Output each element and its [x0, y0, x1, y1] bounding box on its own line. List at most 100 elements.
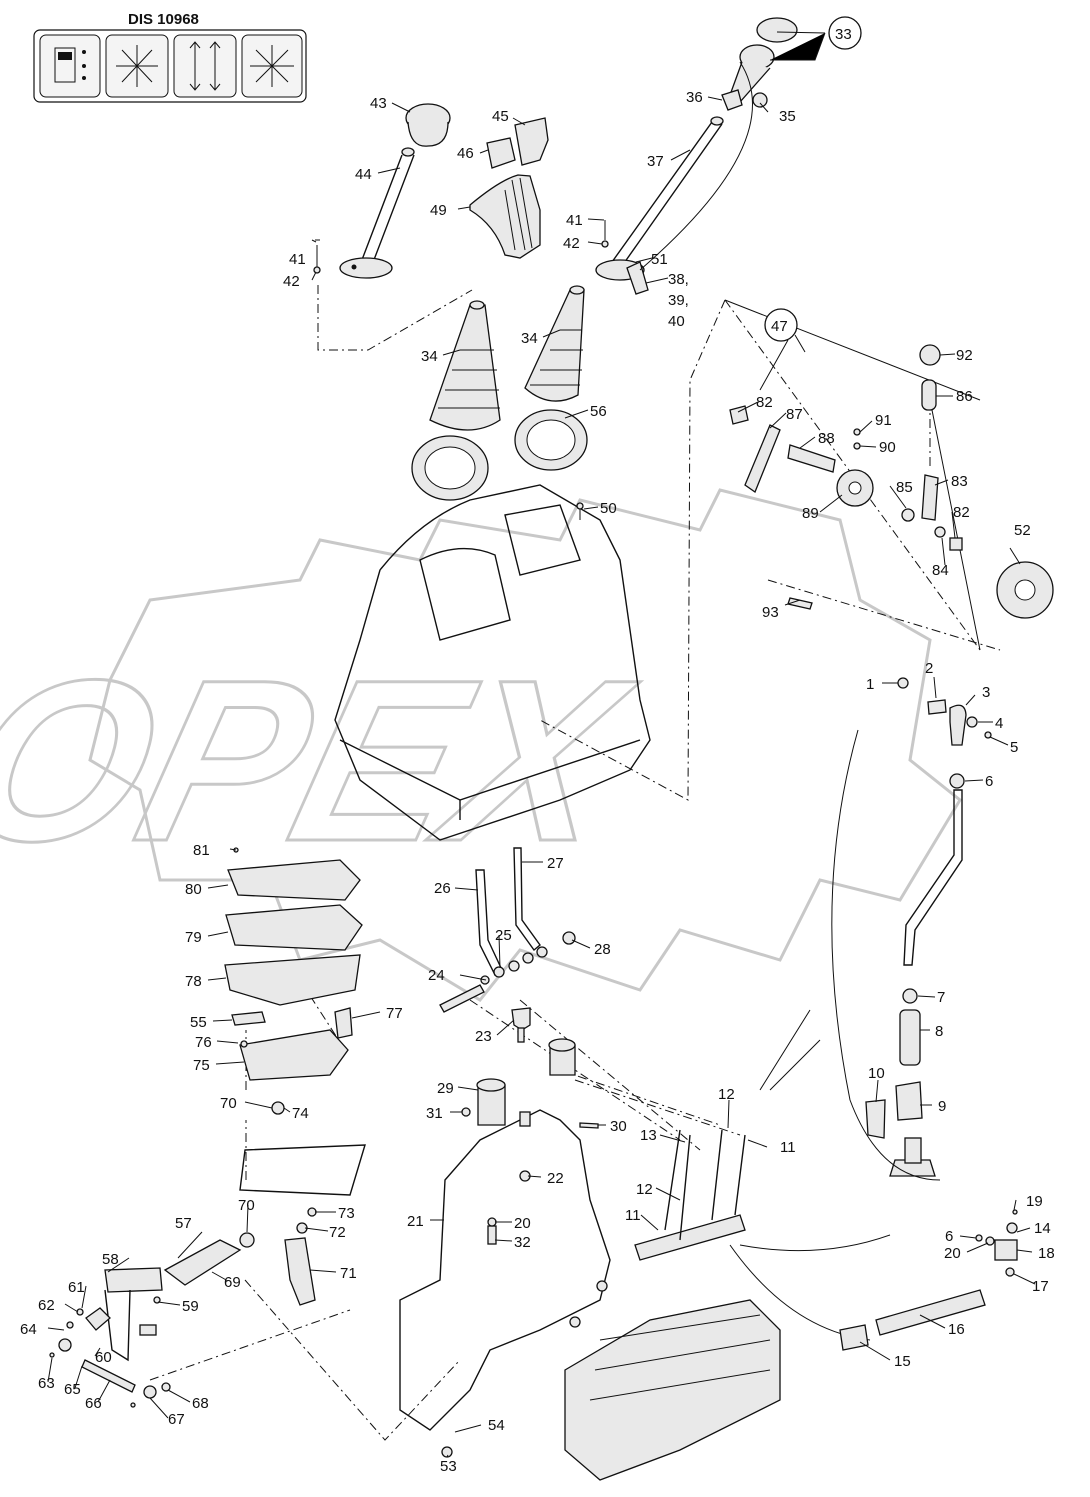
callout-8: 8 [935, 1023, 943, 1040]
callout-26: 26 [434, 880, 451, 897]
callout-3: 3 [982, 684, 990, 701]
callout-36: 36 [686, 89, 703, 106]
callout-13: 13 [640, 1127, 657, 1144]
callout-67: 67 [168, 1411, 185, 1428]
joystick-grip [469, 117, 549, 259]
callout-87: 87 [786, 406, 803, 423]
center-links [439, 847, 576, 1043]
callout-91: 91 [875, 412, 892, 429]
callout-60: 60 [95, 1349, 112, 1366]
callout-34a: 34 [421, 348, 438, 365]
joystick-cross-icon [105, 34, 169, 98]
callout-35: 35 [779, 108, 796, 125]
callout-39: 39, [668, 292, 689, 309]
console-housing [334, 484, 651, 841]
callout-46: 46 [457, 145, 474, 162]
left-linkage [49, 1239, 242, 1408]
callout-2: 2 [925, 660, 933, 677]
callout-74: 74 [292, 1105, 309, 1122]
callout-59: 59 [182, 1298, 199, 1315]
callout-62: 62 [38, 1297, 55, 1314]
callout-93: 93 [762, 604, 779, 621]
callout-7: 7 [937, 989, 945, 1006]
callout-16: 16 [948, 1321, 965, 1338]
left-control-lever [339, 103, 451, 279]
right-linkage [759, 677, 992, 1181]
callout-circles [764, 16, 862, 342]
callout-21: 21 [407, 1213, 424, 1230]
misc-fasteners [313, 220, 609, 520]
callout-11b: 11 [625, 1207, 641, 1224]
callout-44: 44 [355, 166, 372, 183]
callout-11a: 11 [780, 1139, 796, 1156]
callout-40: 40 [668, 313, 685, 330]
callout-73: 73 [338, 1205, 355, 1222]
callout-68: 68 [192, 1395, 209, 1412]
callout-6: 6 [985, 773, 993, 790]
callout-55: 55 [190, 1014, 207, 1031]
parts-artwork [49, 17, 1054, 1481]
callout-10: 10 [868, 1065, 885, 1082]
callout-70b: 70 [220, 1095, 237, 1112]
callout-34b: 34 [521, 330, 538, 347]
callout-42a: 42 [563, 235, 580, 252]
callout-38: 38, [668, 271, 689, 288]
callout-12b: 12 [636, 1181, 653, 1198]
callout-29: 29 [437, 1080, 454, 1097]
callout-82b: 82 [953, 504, 970, 521]
callout-65: 65 [64, 1381, 81, 1398]
callout-20b: 20 [514, 1215, 531, 1232]
callout-84: 84 [932, 562, 949, 579]
callout-51: 51 [651, 251, 668, 268]
right-bracket [839, 1209, 1018, 1351]
callout-56: 56 [590, 403, 607, 420]
callout-58: 58 [102, 1251, 119, 1268]
callout-77: 77 [386, 1005, 403, 1022]
callout-22: 22 [547, 1170, 564, 1187]
callout-66: 66 [85, 1395, 102, 1412]
callout-63: 63 [38, 1375, 55, 1392]
callout-1: 1 [866, 676, 874, 693]
valve-frame [399, 1038, 891, 1481]
bellows-right [524, 285, 585, 402]
callout-54: 54 [488, 1417, 505, 1434]
callout-28: 28 [594, 941, 611, 958]
diagram-title: DIS 10968 [128, 11, 199, 28]
flange-right [514, 409, 588, 471]
callout-88: 88 [818, 430, 835, 447]
callout-37: 37 [647, 153, 664, 170]
callout-4: 4 [995, 715, 1003, 732]
callout-50: 50 [600, 500, 617, 517]
callout-82a: 82 [756, 394, 773, 411]
callout-20a: 20 [944, 1245, 961, 1262]
callout-83: 83 [951, 473, 968, 490]
callout-43: 43 [370, 95, 387, 112]
flange-left [411, 435, 489, 501]
callout-61: 61 [68, 1279, 85, 1296]
callout-18: 18 [1038, 1245, 1055, 1262]
callout-27: 27 [547, 855, 564, 872]
callout-6b: 6 [945, 1228, 953, 1245]
callout-14: 14 [1034, 1220, 1051, 1237]
callout-69: 69 [224, 1274, 241, 1291]
callout-53: 53 [440, 1458, 457, 1475]
callout-81: 81 [193, 842, 210, 859]
callout-31: 31 [426, 1105, 443, 1122]
callout-33: 33 [835, 26, 852, 43]
watermark: OPEX [0, 488, 962, 1002]
callout-12a: 12 [718, 1086, 735, 1103]
callout-90: 90 [879, 439, 896, 456]
callout-17: 17 [1032, 1278, 1049, 1295]
pedal-assembly [224, 847, 366, 1306]
bellows-left [429, 300, 501, 431]
callout-41b: 41 [289, 251, 306, 268]
right-control-lever [595, 17, 798, 295]
callout-89: 89 [802, 505, 819, 522]
callout-45: 45 [492, 108, 509, 125]
watermark-text: OPEX [0, 633, 653, 889]
callout-70a: 70 [238, 1197, 255, 1214]
callout-75: 75 [193, 1057, 210, 1074]
callout-42b: 42 [283, 273, 300, 290]
mechanism-box [724, 299, 1054, 651]
callout-64: 64 [20, 1321, 37, 1338]
